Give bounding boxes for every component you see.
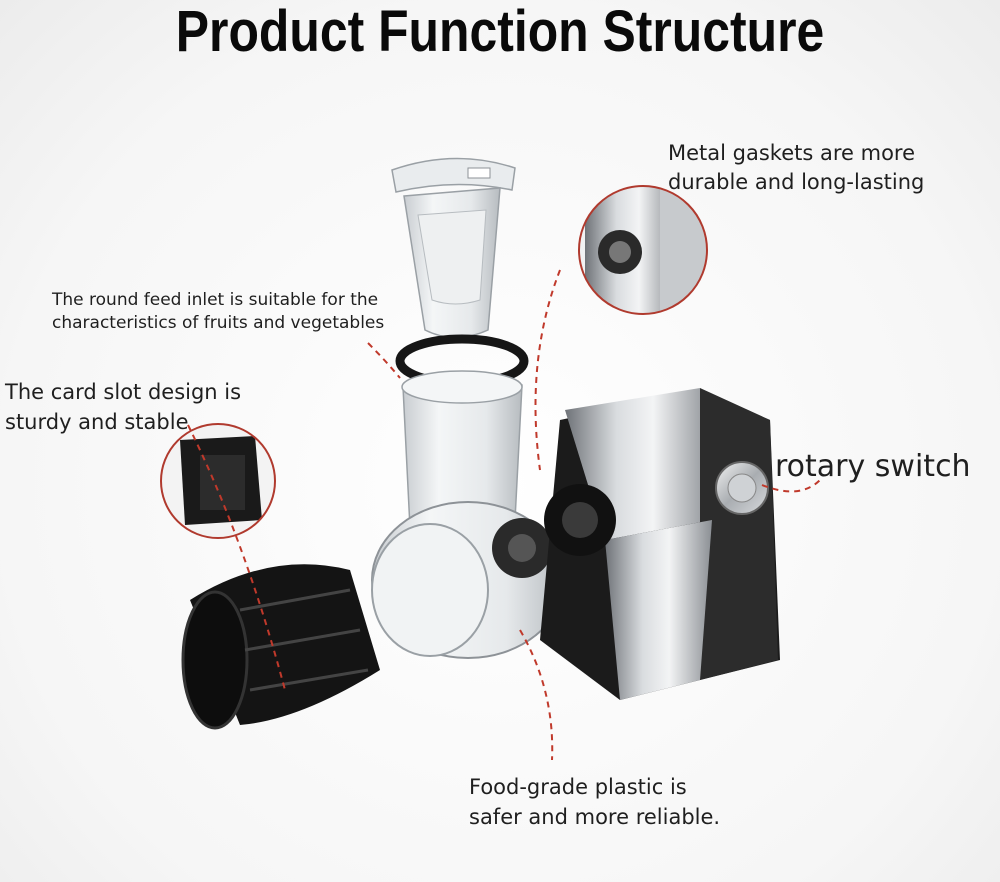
motor-base <box>540 388 780 700</box>
gasket-callout-line2: durable and long-lasting <box>668 170 925 194</box>
slot-callout-line2: sturdy and stable <box>5 410 189 434</box>
leader-plastic <box>519 629 554 761</box>
plastic-callout-line1: Food-grade plastic is <box>469 775 687 799</box>
slot-callout: The card slot design is sturdy and stabl… <box>5 377 241 437</box>
grating-drum <box>181 564 380 730</box>
inlet-callout-line2: characteristics of fruits and vegetables <box>52 313 385 333</box>
switch-callout-line1: rotary switch <box>775 449 971 484</box>
feed-tube-lower <box>401 370 523 529</box>
slot-callout-line1: The card slot design is <box>5 380 242 404</box>
inlet-callout: The round feed inlet is suitable for the… <box>52 289 384 335</box>
page-title: Product Function Structure <box>175 0 825 64</box>
inlet-callout-line1: The round feed inlet is suitable for the <box>52 290 379 310</box>
drum-housing <box>371 501 565 659</box>
leader-slot <box>187 424 286 691</box>
leader-gasket <box>534 269 561 471</box>
slot-detail-circle <box>160 423 276 539</box>
leader-switch <box>761 479 821 493</box>
plastic-callout-line2: safer and more reliable. <box>469 805 721 829</box>
gasket-callout: Metal gaskets are more durable and long-… <box>668 139 924 197</box>
plastic-callout: Food-grade plastic is safer and more rel… <box>469 772 720 832</box>
leader-lines <box>187 269 821 761</box>
gasket-detail-circle <box>578 185 708 315</box>
leader-inlet <box>367 342 401 379</box>
switch-callout: rotary switch <box>775 449 971 485</box>
gasket-callout-line1: Metal gaskets are more <box>668 141 916 165</box>
feed-tube-upper <box>391 157 516 339</box>
